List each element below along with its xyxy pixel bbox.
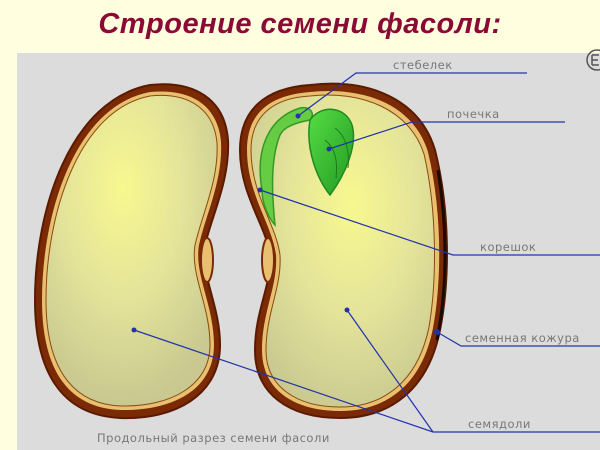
leader-lines <box>133 72 600 433</box>
leader-dots <box>131 113 440 335</box>
label-root: корешок <box>480 240 536 254</box>
left-cotyledon <box>33 83 230 420</box>
right-cotyledon <box>238 82 448 420</box>
label-seed-coat: семенная кожура <box>465 331 580 345</box>
logo-icon <box>586 49 600 71</box>
label-stem: стебелек <box>393 58 453 72</box>
embryo <box>259 106 355 228</box>
page-title: Строение семени фасоли: <box>98 8 502 40</box>
label-bud: почечка <box>447 107 500 121</box>
diagram-caption: Продольный разрез семени фасоли <box>97 431 330 445</box>
label-cotyledons: семядоли <box>468 417 531 431</box>
